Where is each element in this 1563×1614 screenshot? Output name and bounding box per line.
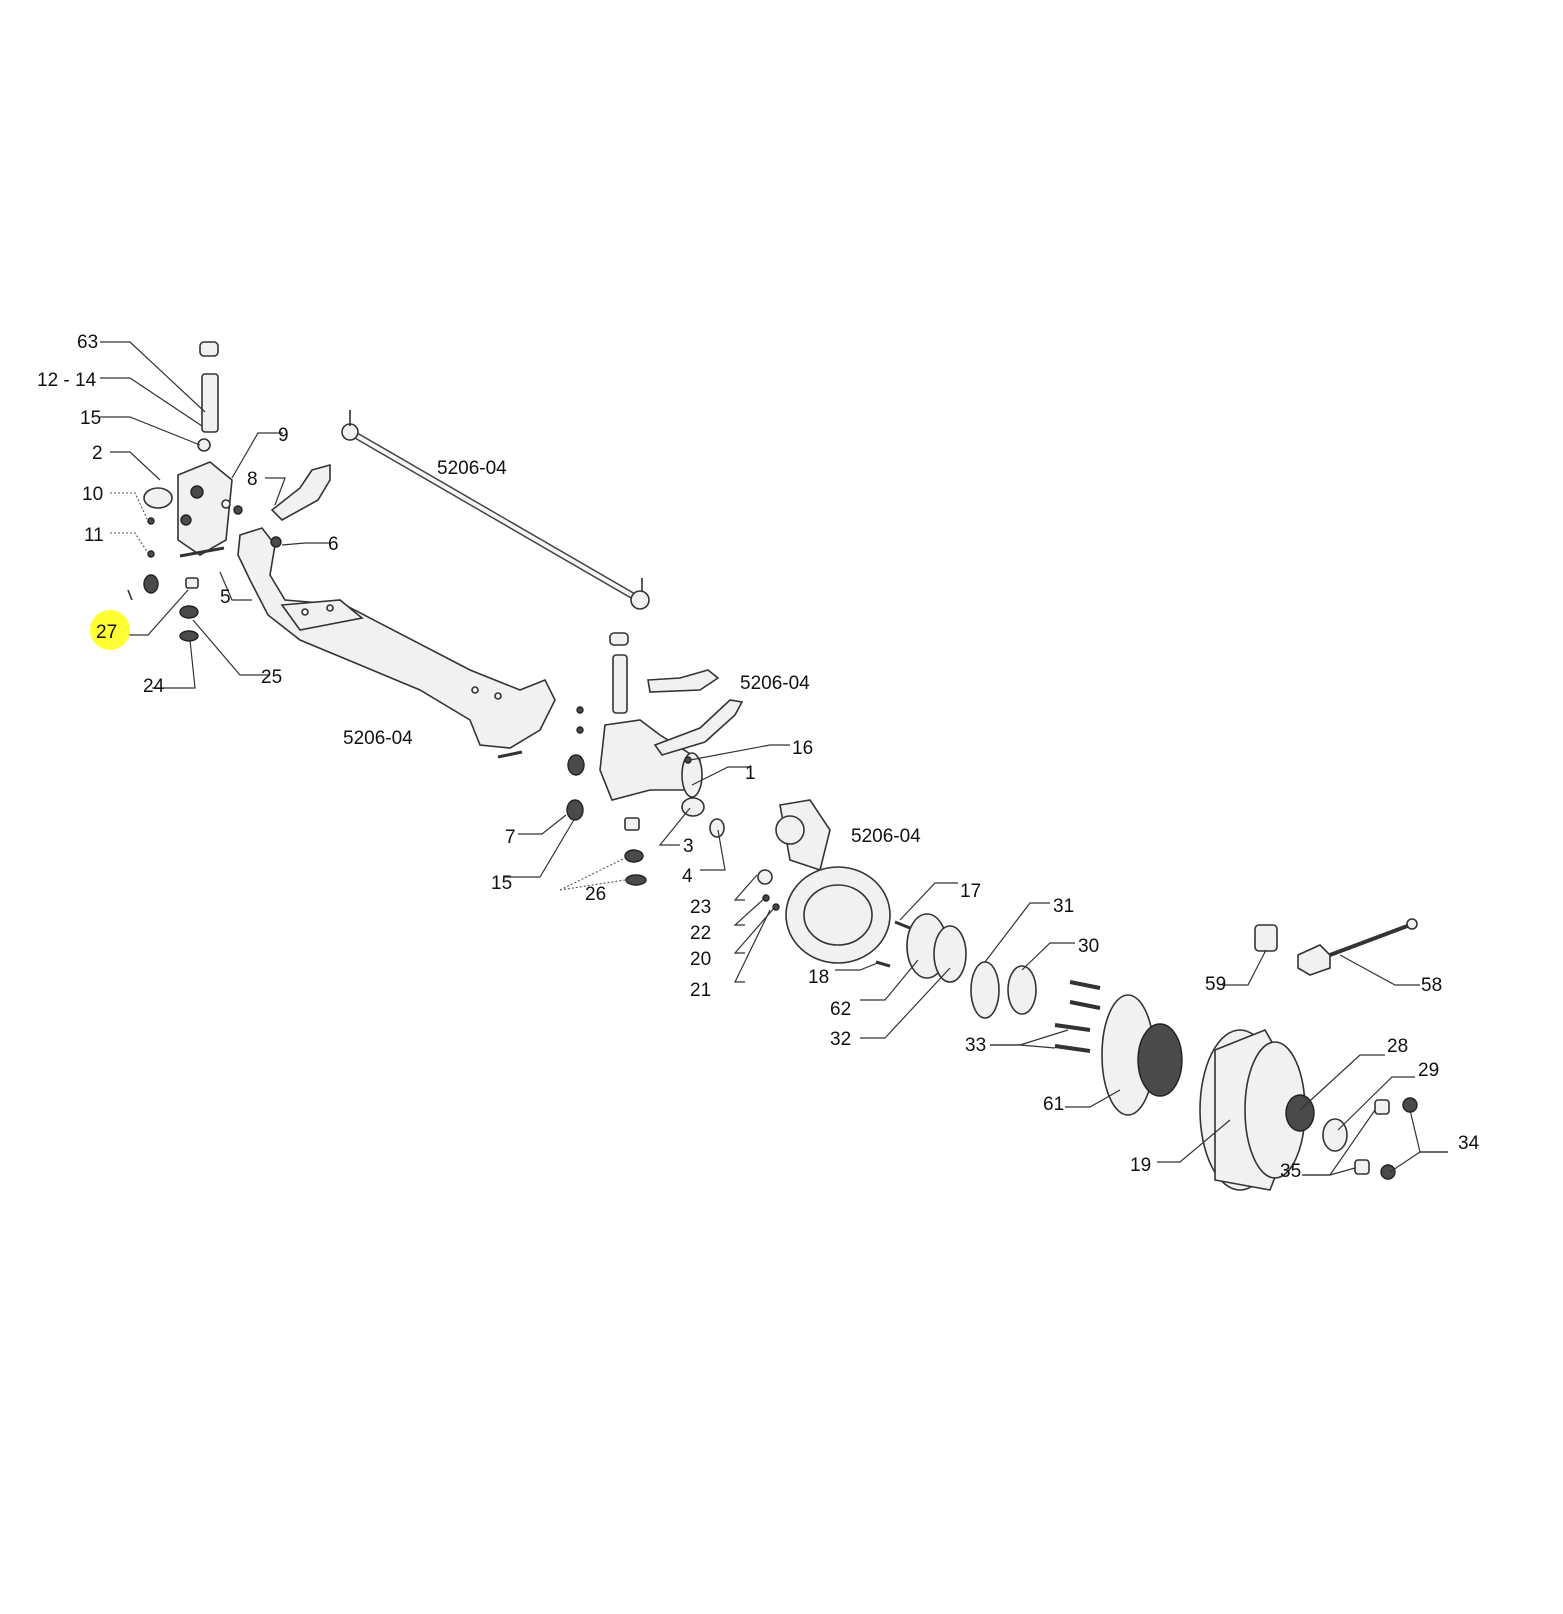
callout-32[interactable]: 32 [830, 1029, 851, 1050]
callout-20[interactable]: 20 [690, 949, 711, 970]
wheel-hub [970, 961, 1183, 1116]
callout-33[interactable]: 33 [965, 1035, 986, 1056]
callout-61[interactable]: 61 [1043, 1094, 1064, 1115]
callout-10[interactable]: 10 [82, 484, 103, 505]
callout-2[interactable]: 2 [92, 443, 103, 464]
callout-18[interactable]: 18 [808, 967, 829, 988]
callout-24[interactable]: 24 [143, 676, 165, 697]
left-knuckle [127, 341, 243, 642]
tie-rod [341, 410, 650, 610]
reference-labels: 5206-04 5206-04 5206-04 5206-04 [343, 458, 921, 847]
callout-12-14[interactable]: 12 - 14 [37, 370, 97, 391]
callout-9[interactable]: 9 [278, 425, 289, 446]
right-steering-arms [647, 669, 744, 756]
reference-tie-rod[interactable]: 5206-04 [437, 458, 507, 479]
callout-4[interactable]: 4 [682, 866, 693, 887]
wear-sensor [1254, 918, 1418, 976]
callout-28[interactable]: 28 [1387, 1036, 1408, 1057]
callout-58[interactable]: 58 [1421, 975, 1442, 996]
callout-23[interactable]: 23 [690, 897, 711, 918]
reference-axle-beam[interactable]: 5206-04 [343, 728, 413, 749]
callout-5[interactable]: 5 [220, 587, 231, 608]
callout-31[interactable]: 31 [1053, 896, 1074, 917]
callout-17[interactable]: 17 [960, 881, 981, 902]
callout-1[interactable]: 1 [745, 763, 756, 784]
callout-7[interactable]: 7 [505, 827, 516, 848]
brake-drum [1199, 1028, 1418, 1191]
callout-26[interactable]: 26 [585, 884, 606, 905]
callout-22[interactable]: 22 [690, 923, 711, 944]
callout-15-left[interactable]: 15 [80, 408, 101, 429]
callout-62[interactable]: 62 [830, 999, 851, 1020]
brake-assembly [757, 799, 967, 983]
leader-lines [100, 341, 1448, 1176]
callout-34[interactable]: 34 [1458, 1133, 1480, 1154]
callout-labels: 63 12 - 14 15 2 10 11 9 8 6 5 27 24 25 1… [37, 332, 1480, 1182]
callout-30[interactable]: 30 [1078, 936, 1099, 957]
callout-59[interactable]: 59 [1205, 974, 1226, 995]
callout-35[interactable]: 35 [1280, 1161, 1301, 1182]
callout-29[interactable]: 29 [1418, 1060, 1439, 1081]
callout-6[interactable]: 6 [328, 534, 339, 555]
callout-3[interactable]: 3 [683, 836, 694, 857]
callout-11[interactable]: 11 [84, 525, 104, 546]
callout-63[interactable]: 63 [77, 332, 98, 353]
reference-brake-assembly[interactable]: 5206-04 [851, 826, 921, 847]
callout-19[interactable]: 19 [1130, 1155, 1151, 1176]
callout-27[interactable]: 27 [96, 622, 117, 643]
left-steering-arm [270, 463, 331, 548]
reference-steering-arm[interactable]: 5206-04 [740, 673, 810, 694]
callout-16[interactable]: 16 [792, 738, 813, 759]
callout-21[interactable]: 21 [690, 980, 711, 1001]
axle-beam [237, 527, 556, 749]
callout-27-highlight [90, 610, 130, 650]
callout-15-right[interactable]: 15 [491, 873, 512, 894]
callout-25[interactable]: 25 [261, 667, 282, 688]
callout-8[interactable]: 8 [247, 469, 258, 490]
